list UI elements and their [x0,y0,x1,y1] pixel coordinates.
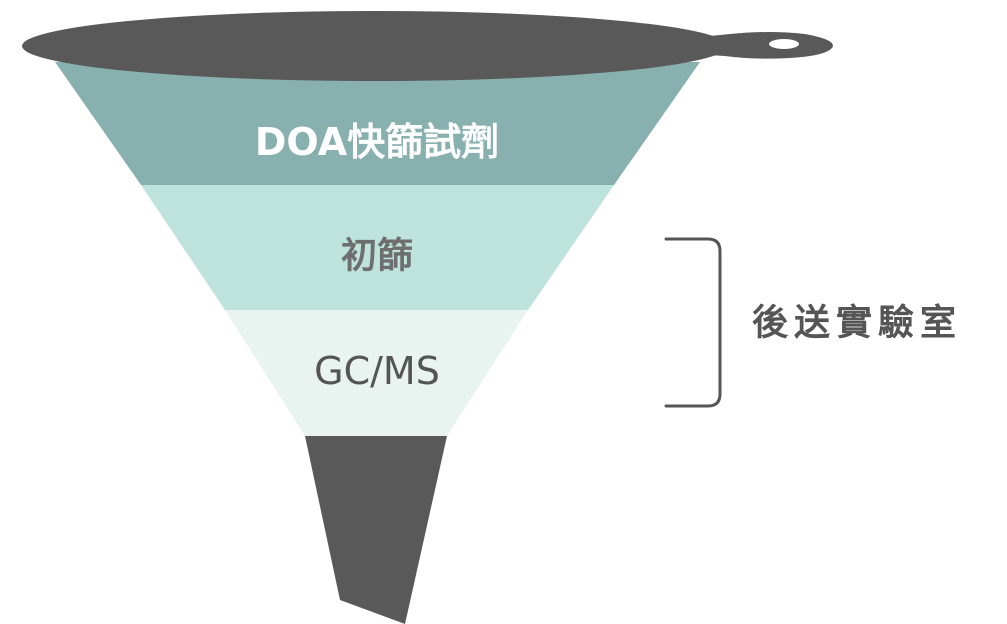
tier-label-initial-screen: 初篩 [341,236,413,277]
funnel-tier-top [55,62,700,185]
funnel-rim [22,11,833,81]
tier-label-doa: DOA快篩試劑 [255,120,499,164]
funnel-tier-bottom [225,310,528,436]
lab-bracket [664,237,722,408]
funnel-tier-middle [141,185,614,310]
lab-label: 後送實驗室 [752,302,962,344]
rim-hole [769,39,799,49]
funnel-spout [305,436,447,624]
tier-label-gcms: GC/MS [314,349,440,393]
